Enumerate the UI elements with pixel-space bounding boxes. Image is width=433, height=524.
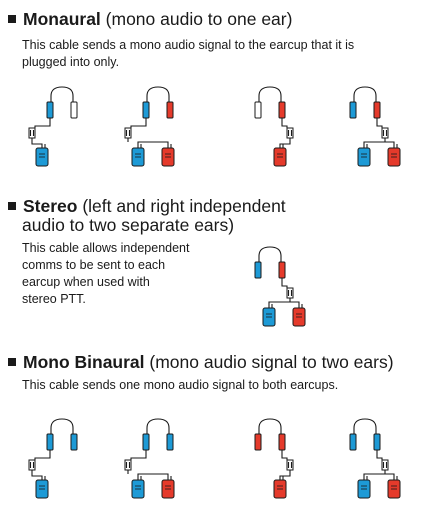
radio-cable xyxy=(279,470,291,480)
cable xyxy=(34,118,51,128)
left-earcup xyxy=(46,101,54,119)
right-earcup xyxy=(278,433,286,451)
stereo-description-line: stereo PTT. xyxy=(22,292,86,306)
mono-binaural-description-line: This cable sends one mono audio signal t… xyxy=(22,378,339,392)
monaural-title-bold: Monaural xyxy=(23,9,101,29)
radio-cable xyxy=(31,470,43,480)
right-earcup xyxy=(70,433,78,451)
headband xyxy=(146,418,170,436)
cable xyxy=(281,450,288,460)
monaural-title-rest: (mono audio to one ear) xyxy=(100,9,293,29)
cable xyxy=(376,118,383,128)
mono-binaural-heading: Mono Binaural (mono audio signal to two … xyxy=(8,352,394,373)
stereo-description-line: comms to be sent to each xyxy=(22,258,166,272)
connector xyxy=(286,287,294,299)
stereo-title-rest: (left and right independent xyxy=(77,196,286,216)
cable xyxy=(130,118,147,128)
connector xyxy=(381,459,389,471)
mono-binaural-title-rest: (mono audio signal to two ears) xyxy=(144,352,394,372)
connector xyxy=(286,127,294,139)
radio-cable xyxy=(279,138,291,148)
left-earcup xyxy=(254,433,262,451)
mono-binaural-diagram-4 xyxy=(349,418,401,499)
radio-cable xyxy=(137,473,169,480)
left-earcup xyxy=(349,101,357,119)
headband xyxy=(258,418,282,436)
right-earcup xyxy=(373,433,381,451)
mono-binaural-description: This cable sends one mono audio signal t… xyxy=(22,377,338,394)
connector xyxy=(124,459,132,471)
mono-binaural-diagram-1 xyxy=(28,418,78,499)
stereo-description-line: This cable allows independent xyxy=(22,241,190,255)
monaural-diagram-2 xyxy=(124,86,175,167)
cable xyxy=(376,450,383,460)
cable xyxy=(281,278,288,288)
stereo-description-line: earcup when used with xyxy=(22,275,150,289)
left-earcup xyxy=(46,433,54,451)
right-earcup xyxy=(166,101,174,119)
cable xyxy=(34,450,51,460)
connector xyxy=(286,459,294,471)
left-earcup xyxy=(142,101,150,119)
mono-binaural-diagram-3 xyxy=(254,418,294,499)
right-earcup xyxy=(373,101,381,119)
monaural-description: This cable sends a mono audio signal to … xyxy=(22,37,354,71)
headband xyxy=(258,86,282,104)
monaural-diagram-4 xyxy=(349,86,401,167)
headband xyxy=(353,418,377,436)
monaural-diagram-1 xyxy=(28,86,78,167)
monaural-description-line: This cable sends a mono audio signal to … xyxy=(22,38,355,52)
cable xyxy=(281,118,288,128)
stereo-description: This cable allows independent comms to b… xyxy=(22,240,189,308)
connector xyxy=(381,127,389,139)
headband xyxy=(50,86,74,104)
radio-cable xyxy=(363,141,395,148)
left-earcup xyxy=(254,261,262,279)
cable xyxy=(130,450,147,460)
radio-cable xyxy=(137,141,169,148)
connector xyxy=(28,127,36,139)
headband xyxy=(146,86,170,104)
right-earcup xyxy=(70,101,78,119)
mono-binaural-title-bold: Mono Binaural xyxy=(23,352,145,372)
right-earcup xyxy=(278,101,286,119)
connector xyxy=(28,459,36,471)
stereo-heading: Stereo (left and right independent xyxy=(8,196,286,217)
radio-cable xyxy=(363,473,395,480)
monaural-diagram-3 xyxy=(254,86,294,167)
stereo-title-bold: Stereo xyxy=(23,196,78,216)
radio-cable xyxy=(31,138,43,148)
bullet-square-icon xyxy=(8,202,16,210)
radio-cable xyxy=(268,301,300,308)
mono-binaural-diagram-2 xyxy=(124,418,175,499)
left-earcup xyxy=(254,101,262,119)
headband xyxy=(353,86,377,104)
monaural-description-line: plugged into only. xyxy=(22,55,120,69)
right-earcup xyxy=(166,433,174,451)
right-earcup xyxy=(278,261,286,279)
connector xyxy=(124,127,132,139)
stereo-diagram xyxy=(254,246,306,327)
left-earcup xyxy=(349,433,357,451)
bullet-square-icon xyxy=(8,358,16,366)
headband xyxy=(50,418,74,436)
stereo-heading-line2: audio to two separate ears) xyxy=(22,215,235,235)
left-earcup xyxy=(142,433,150,451)
headband xyxy=(258,246,282,264)
bullet-square-icon xyxy=(8,15,16,23)
monaural-heading: Monaural (mono audio to one ear) xyxy=(8,9,292,30)
